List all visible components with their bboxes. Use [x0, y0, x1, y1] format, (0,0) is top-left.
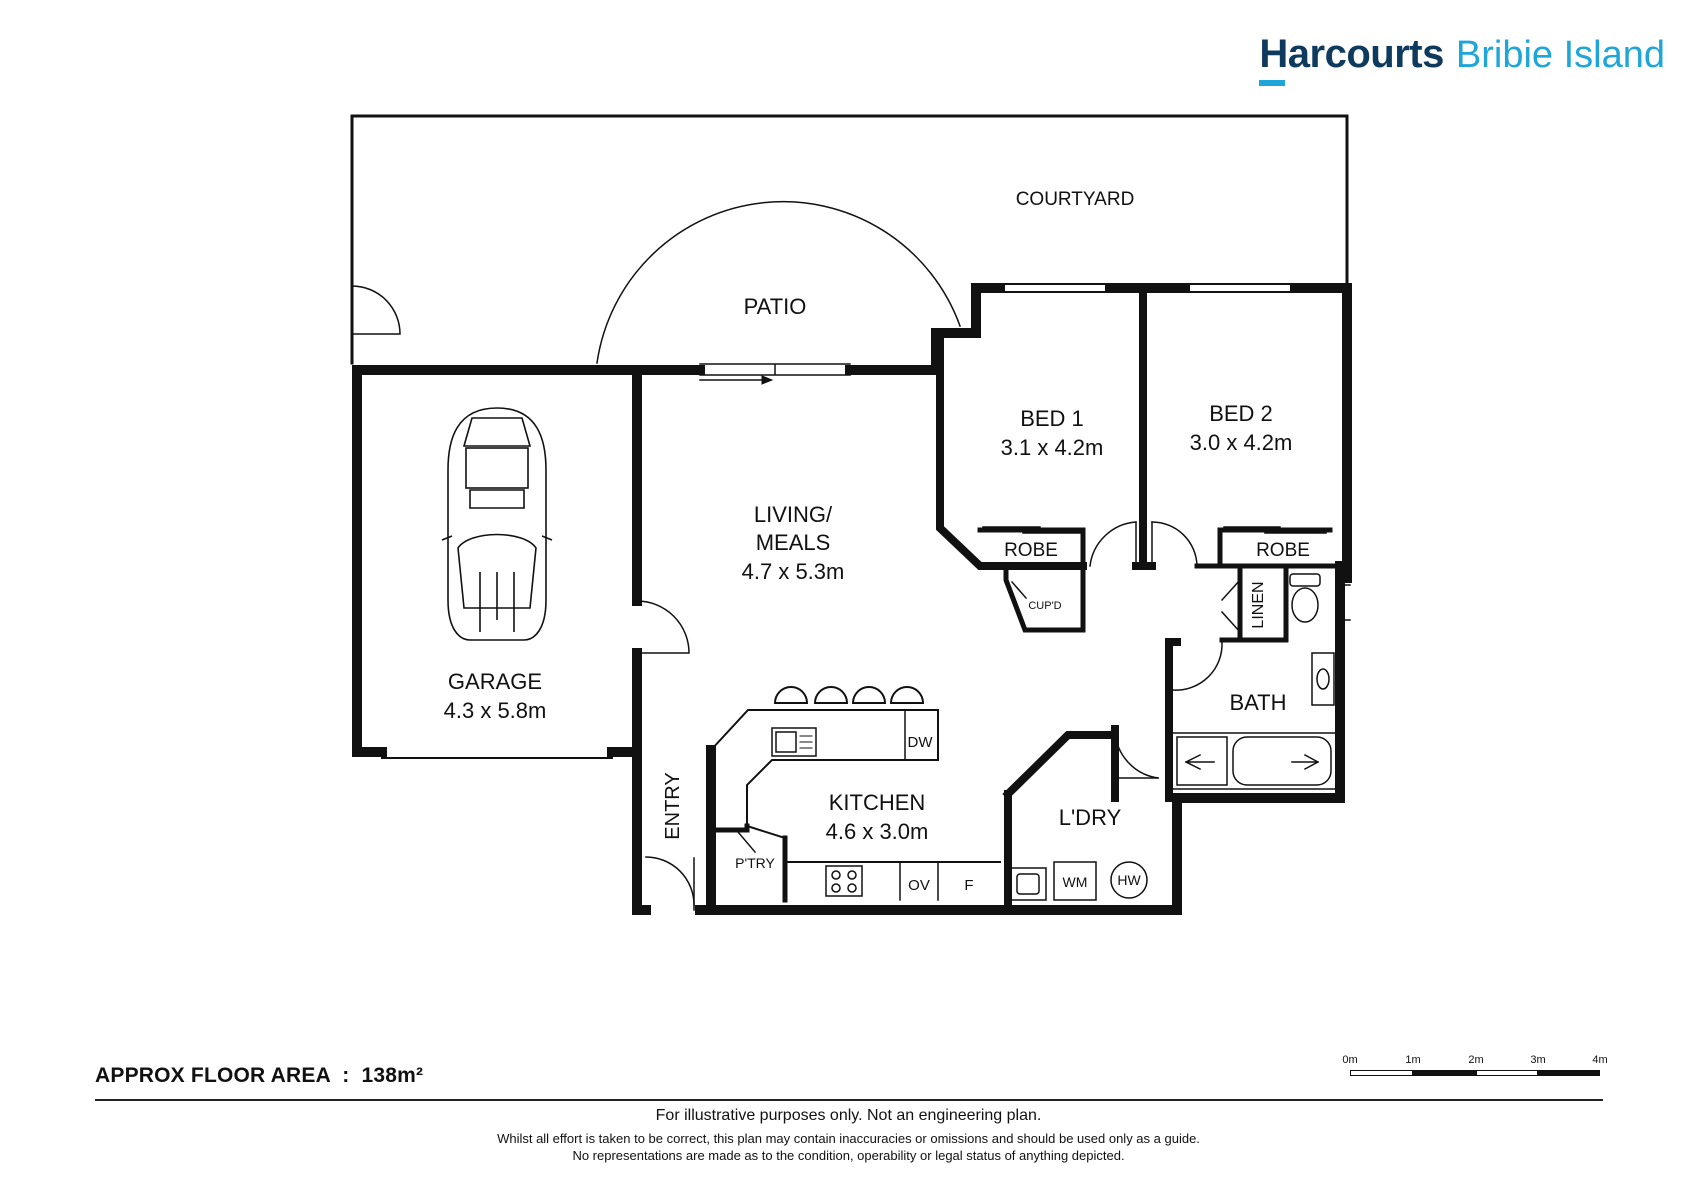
garage-wall-top — [352, 365, 642, 606]
patio-label: PATIO — [744, 294, 807, 319]
entry-label: ENTRY — [662, 772, 684, 839]
cupboard — [1003, 563, 1086, 633]
living-label-2: MEALS — [756, 530, 831, 555]
bed1-size: 3.1 x 4.2m — [1001, 435, 1104, 460]
laundry-wall — [1002, 731, 1119, 800]
pantry — [708, 823, 788, 903]
disclaimer-line-1: For illustrative purposes only. Not an e… — [655, 1107, 1042, 1124]
laundry-label: L'DRY — [1059, 805, 1122, 830]
kitchen-bench — [709, 709, 939, 827]
brand-logo: Harcourts Bribie Island — [1259, 32, 1665, 86]
courtyard-label: COURTYARD — [1016, 189, 1135, 210]
patio-slider — [699, 363, 851, 376]
kitchen-size: 4.6 x 3.0m — [826, 819, 929, 844]
robe2-label: ROBE — [1256, 540, 1310, 561]
scale-tick: 4m — [1592, 1054, 1608, 1066]
living-size: 4.7 x 5.3m — [742, 559, 845, 584]
floor-area-separator: : — [342, 1064, 350, 1087]
oven-label: OV — [908, 877, 930, 894]
floor-area-label: APPROX FLOOR AREA — [95, 1064, 331, 1087]
scale-tick: 0m — [1342, 1054, 1358, 1066]
brand-name: Harcourts — [1259, 32, 1444, 76]
garage-wall — [352, 365, 387, 757]
pantry-label: P'TRY — [735, 855, 775, 871]
bath-laundry-wall — [695, 561, 1345, 915]
fridge-label: F — [964, 877, 973, 894]
brand-location: Bribie Island — [1455, 34, 1665, 76]
bed1-wall — [936, 329, 1087, 570]
scale-bar: 0m 1m 2m 3m 4m — [1342, 1054, 1608, 1084]
scale-segment — [1538, 1070, 1600, 1076]
floor-area-value: 138m² — [361, 1064, 424, 1087]
disclaimer-line-2: Whilst all effort is taken to be correct… — [497, 1131, 1200, 1146]
bed2-size: 3.0 x 4.2m — [1190, 430, 1293, 455]
linen-label: LINEN — [1250, 581, 1267, 628]
logo-underline — [1259, 80, 1286, 86]
patio-arc — [596, 200, 961, 364]
footer-divider — [95, 1099, 1603, 1101]
courtyard-boundary — [350, 114, 1349, 365]
linen — [1237, 563, 1289, 643]
garage-wall-right — [607, 747, 651, 915]
scale-segment — [1476, 1070, 1538, 1076]
car-icon — [441, 407, 553, 641]
scale-tick: 2m — [1468, 1054, 1484, 1066]
garage-size: 4.3 x 5.8m — [444, 698, 547, 723]
bed2-label: BED 2 — [1209, 401, 1273, 426]
living-label-1: LIVING/ — [754, 502, 833, 527]
cupboard-label: CUP'D — [1028, 600, 1061, 612]
hot-water-label: HW — [1117, 872, 1141, 888]
scale-tick: 3m — [1530, 1054, 1546, 1066]
courtyard-gate-swing — [351, 285, 401, 335]
garage-label: GARAGE — [448, 669, 542, 694]
scale-segment — [1413, 1070, 1476, 1076]
scale-tick: 1m — [1405, 1054, 1421, 1066]
scale-segment — [1350, 1070, 1413, 1076]
floor-area: APPROX FLOOR AREA : 138m² — [95, 1064, 423, 1088]
dishwasher-label: DW — [908, 734, 934, 751]
robe1-label: ROBE — [1004, 540, 1058, 561]
living-top-wall — [845, 283, 1005, 375]
washing-machine-label: WM — [1063, 874, 1088, 890]
disclaimer-line-3: No representations are made as to the co… — [572, 1148, 1125, 1163]
bath-label: BATH — [1229, 690, 1286, 715]
bed1-label: BED 1 — [1020, 406, 1084, 431]
kitchen-label: KITCHEN — [829, 790, 926, 815]
